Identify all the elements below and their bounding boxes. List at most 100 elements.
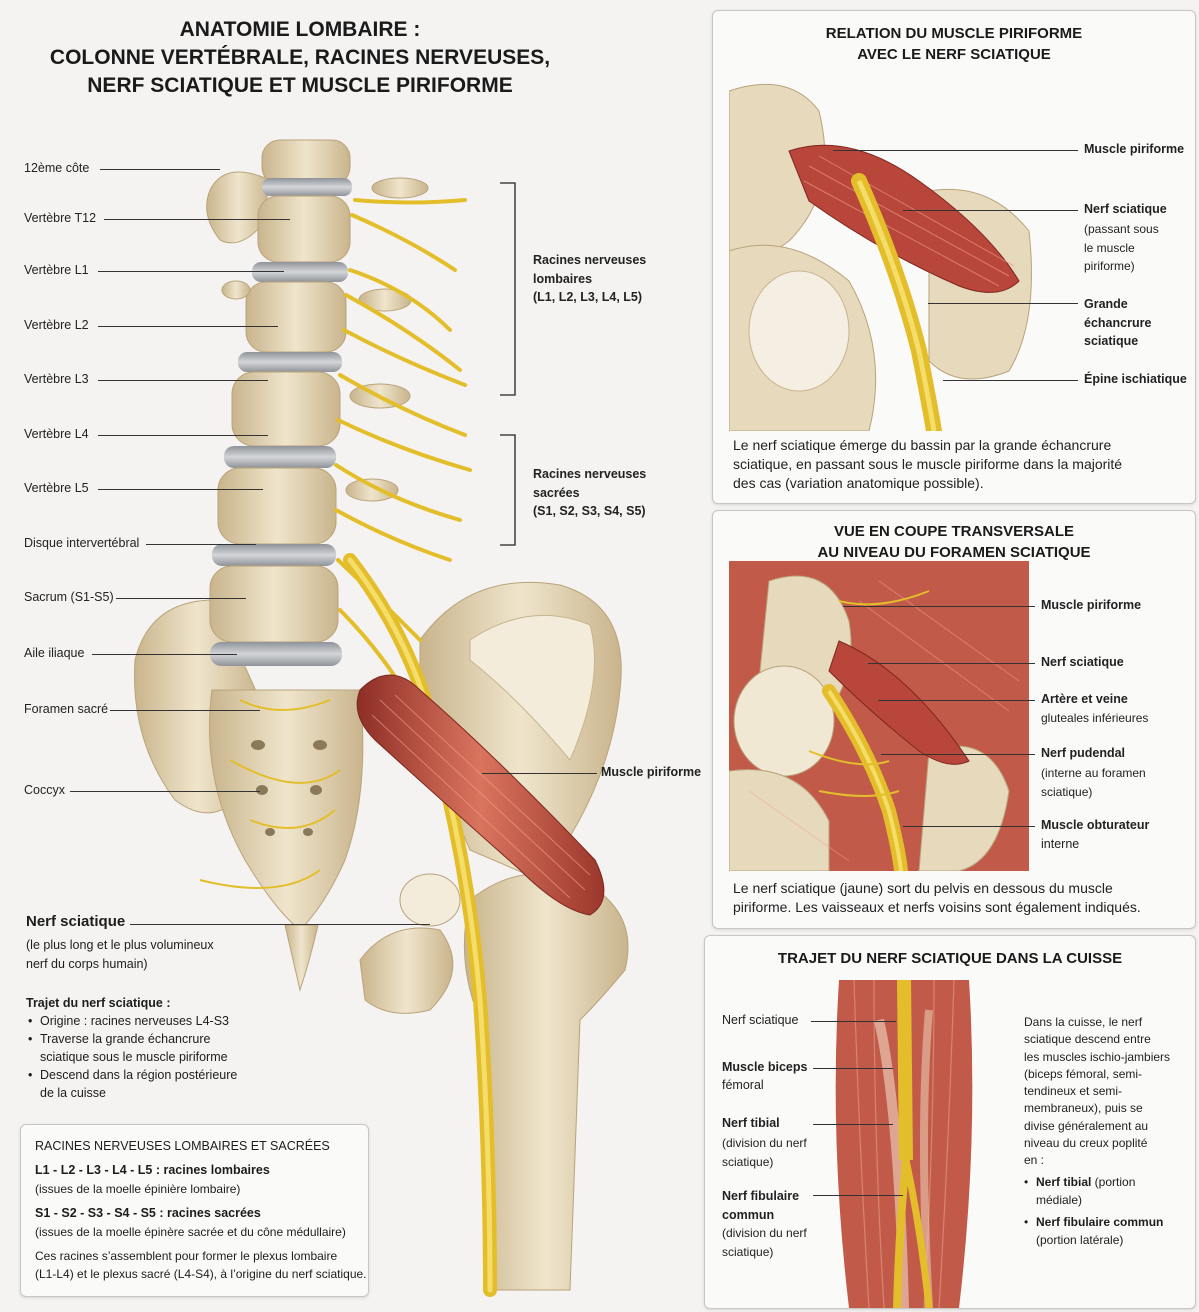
p2-label-artery-sub: gluteales inférieures (1041, 711, 1149, 725)
coccyx (284, 924, 319, 992)
leader-t12 (104, 219, 290, 220)
p2-label-piriformis: Muscle piriforme (1041, 598, 1142, 612)
path-bullet-2b: sciatique sous le muscle piriforme (40, 1050, 228, 1064)
sciatic-note-sub: (le plus long et le plus volumineux nerf… (26, 938, 214, 971)
panel3-title: TRAJET DU NERF SCIATIQUE DANS LA CUISSE (777, 950, 1123, 967)
p1-label-spine: Épine ischiatique (1084, 372, 1187, 386)
title-line-3: NERF SCIATIQUE ET MUSCLE PIRIFORME (87, 74, 513, 97)
vertebral-column (209, 139, 352, 666)
label-l3: Vertèbre L3 (24, 372, 89, 386)
leader-rib12 (100, 169, 220, 170)
p2-label-pudendal: Nerf pudendal (1041, 746, 1126, 760)
p3-label-biceps: Muscle biceps (722, 1060, 808, 1074)
label-iliac: Aile iliaque (24, 646, 85, 660)
path-bullet-1: Origine : racines nerveuses L4-S3 (26, 1012, 266, 1030)
panel-thigh-path: TRAJET DU NERF SCIATIQUE DANS LA CUISSE … (704, 935, 1196, 1309)
label-t12: Vertèbre T12 (24, 211, 97, 225)
p2-leader-artery (878, 700, 1035, 701)
leader-l5 (98, 489, 263, 490)
roots-note-1: Ces racines s’assemblent pour former le … (35, 1249, 338, 1263)
title-line-1: ANATOMIE LOMBAIRE : (179, 18, 421, 41)
p3-leader-fibular (813, 1195, 903, 1196)
piriformis-muscle (356, 674, 605, 916)
panel2-illustration (729, 561, 1029, 871)
panel1-illustration (729, 83, 1032, 431)
pubic-ramus (359, 927, 454, 1014)
spine-illustration (134, 139, 629, 1297)
sacral-plexus-branches (199, 699, 341, 889)
leader-coccyx (70, 791, 260, 792)
p1-label-notch: Grande échancrure sciatique (1084, 297, 1152, 348)
roots-sacral-sub: (issues de la moelle épinère sacrée et d… (35, 1225, 346, 1239)
leader-disc (146, 544, 256, 545)
femoral-head (399, 873, 461, 927)
p3-label-fibular: Nerf fibulaire commun (722, 1189, 800, 1222)
roots-box-heading: RACINES NERVEUSES LOMBAIRES ET SACRÉES (35, 1139, 330, 1153)
sciatic-note-title: Nerf sciatique (26, 913, 126, 930)
p1-leader-sciatic (903, 210, 1078, 211)
iliac-fossa (469, 614, 595, 761)
panel3-bullets: •Nerf tibial (portion médiale) •Nerf fib… (1024, 1174, 1189, 1249)
panel3-illustration (835, 980, 973, 1308)
p3-leader-tibial (813, 1124, 893, 1125)
p3-label-fibular-sub: (division du nerf sciatique) (722, 1226, 807, 1259)
leader-l3 (98, 380, 268, 381)
panel2-description: Le nerf sciatique (jaune) sort du pelvis… (733, 880, 1141, 915)
path-bullet-3b: de la cuisse (40, 1086, 107, 1100)
label-foramen: Foramen sacré (24, 702, 109, 716)
sacral-foramina (251, 740, 327, 836)
leader-foramen (110, 710, 260, 711)
sacrum (208, 689, 364, 931)
p2-leader-piriformis (843, 606, 1035, 607)
leader-iliac (92, 654, 237, 655)
p2-label-artery: Artère et veine (1041, 692, 1128, 706)
label-coccyx: Coccyx (24, 783, 65, 797)
label-l5: Vertèbre L5 (24, 481, 89, 495)
title-line-2: COLONNE VERTÉBRALE, RACINES NERVEUSES, (49, 46, 551, 69)
label-l4: Vertèbre L4 (24, 427, 89, 441)
p1-leader-notch (928, 303, 1078, 304)
panel3-description: Dans la cuisse, le nerf sciatique descen… (1024, 1015, 1171, 1168)
p2-label-pudendal-sub: (interne au foramen sciatique) (1041, 766, 1146, 799)
label-l1: Vertèbre L1 (24, 263, 89, 277)
p2-label-obturator-sub: interne (1041, 837, 1080, 851)
panel1-title: RELATION DU MUSCLE PIRIFORME AVEC LE NER… (825, 25, 1083, 63)
p1-label-piriformis: Muscle piriforme (1084, 142, 1185, 156)
p3-label-tibial: Nerf tibial (722, 1116, 780, 1130)
p1-leader-piriformis (833, 150, 1078, 151)
panel-cross-section: VUE EN COUPE TRANSVERSALE AU NIVEAU DU F… (712, 510, 1196, 929)
label-piriformis: Muscle piriforme (601, 765, 702, 779)
roots-lumbar-sub: (issues de la moelle épinière lombaire) (35, 1182, 241, 1196)
leader-sciatic (130, 924, 430, 925)
p2-leader-obturator (903, 826, 1035, 827)
p2-leader-sciatic (868, 663, 1035, 664)
roots-lumbar-title: L1 - L2 - L3 - L4 - L5 : racines lombair… (35, 1163, 270, 1177)
path-bullet-3: Descend dans la région postérieure (26, 1066, 266, 1084)
page-title: ANATOMIE LOMBAIRE : COLONNE VERTÉBRALE, … (40, 16, 560, 100)
roots-box: RACINES NERVEUSES LOMBAIRES ET SACRÉES L… (20, 1124, 369, 1297)
p3-label-biceps-sub: fémoral (722, 1078, 764, 1092)
p1-label-sciatic-sub: (passant sous le muscle piriforme) (1084, 222, 1159, 273)
p3-label-tibial-sub: (division du nerf sciatique) (722, 1136, 807, 1169)
root-brackets (500, 182, 516, 546)
p2-label-obturator: Muscle obturateur (1041, 818, 1150, 832)
panel2-title: VUE EN COUPE TRANSVERSALE AU NIVEAU DU F… (817, 523, 1091, 561)
p2-leader-pudendal (881, 754, 1035, 755)
leader-l2 (98, 326, 278, 327)
p2-label-sciatic: Nerf sciatique (1041, 655, 1124, 669)
nerve-roots (334, 198, 472, 702)
leader-sacrum (116, 598, 246, 599)
roots-note-2: (L1-L4) et le plexus sacré (L4-S4), à l’… (35, 1267, 367, 1281)
panel-piriformis-relation: RELATION DU MUSCLE PIRIFORME AVEC LE NER… (712, 10, 1196, 504)
p3-bullet-tibial: •Nerf tibial (portion médiale) (1024, 1175, 1136, 1207)
label-sacrum: Sacrum (S1-S5) (24, 590, 114, 604)
piriformis-fibers (371, 694, 591, 899)
sciatic-path: Trajet du nerf sciatique : Origine : rac… (26, 994, 266, 1102)
label-l2: Vertèbre L2 (24, 318, 89, 332)
leader-l1 (98, 271, 284, 272)
roots-sacral-title: S1 - S2 - S3 - S4 - S5 : racines sacrées (35, 1206, 261, 1220)
label-rib12: 12ème côte (24, 161, 90, 175)
p1-leader-spine (943, 380, 1078, 381)
